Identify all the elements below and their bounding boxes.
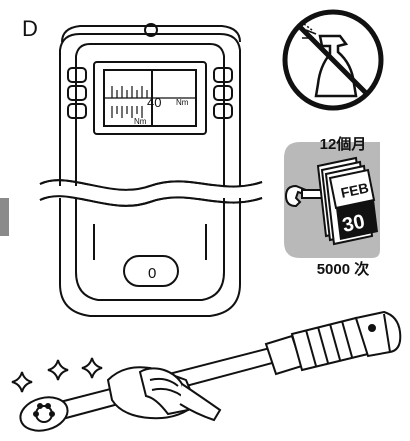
torque-scale	[104, 70, 196, 126]
mount-hole-icon	[144, 23, 158, 37]
scale-unit-right: Nm	[176, 98, 189, 107]
period-label: 12個月	[319, 136, 367, 153]
lower-body	[75, 214, 225, 287]
no-spray-cleaner-icon	[282, 9, 384, 111]
step-letter: D	[22, 16, 38, 41]
scale-value: 40	[147, 95, 161, 110]
cycles-label: 5000 次	[316, 261, 370, 278]
calendar-month: FEB	[339, 179, 370, 200]
wrench-calendar-icon	[284, 156, 378, 246]
button-oval	[123, 255, 179, 287]
edge-bar	[0, 198, 9, 236]
scale-unit-bottom: Nm	[134, 117, 147, 126]
calendar-day: 30	[340, 211, 366, 237]
hand-wiping-cloth-icon	[106, 366, 222, 422]
break-gap	[50, 186, 250, 198]
button-digit: 0	[148, 265, 156, 282]
wrench-gauge-housing	[59, 23, 241, 317]
sparkle-icon	[11, 357, 103, 393]
